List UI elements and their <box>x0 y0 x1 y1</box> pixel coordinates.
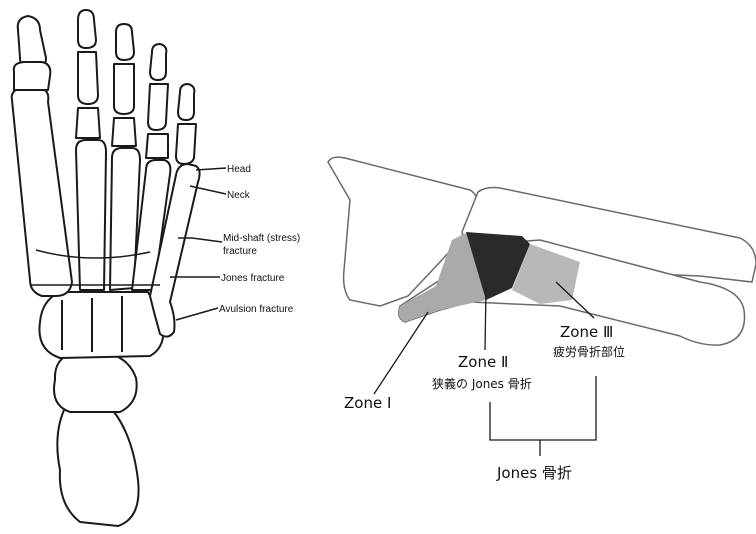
metatarsal-zone-illustration <box>328 157 756 345</box>
label-zone-3: Zone Ⅲ <box>560 323 613 341</box>
label-zone-2: Zone Ⅱ <box>458 353 508 371</box>
label-mid-shaft-line1: Mid-shaft (stress) <box>223 233 300 244</box>
label-zone-2-subtitle: 狭義の Jones 骨折 <box>432 376 532 391</box>
label-jones-fracture-group: Jones 骨折 <box>496 464 572 482</box>
label-mid-shaft-line2: fracture <box>223 246 257 257</box>
label-neck: Neck <box>227 190 251 201</box>
foot-skeleton-illustration <box>12 10 200 526</box>
label-zone-3-subtitle: 疲労骨折部位 <box>553 344 625 359</box>
label-head: Head <box>227 164 251 175</box>
label-zone-1: Zone Ⅰ <box>344 394 391 412</box>
label-avulsion-fracture: Avulsion fracture <box>219 304 294 315</box>
label-jones-fracture: Jones fracture <box>221 273 285 284</box>
